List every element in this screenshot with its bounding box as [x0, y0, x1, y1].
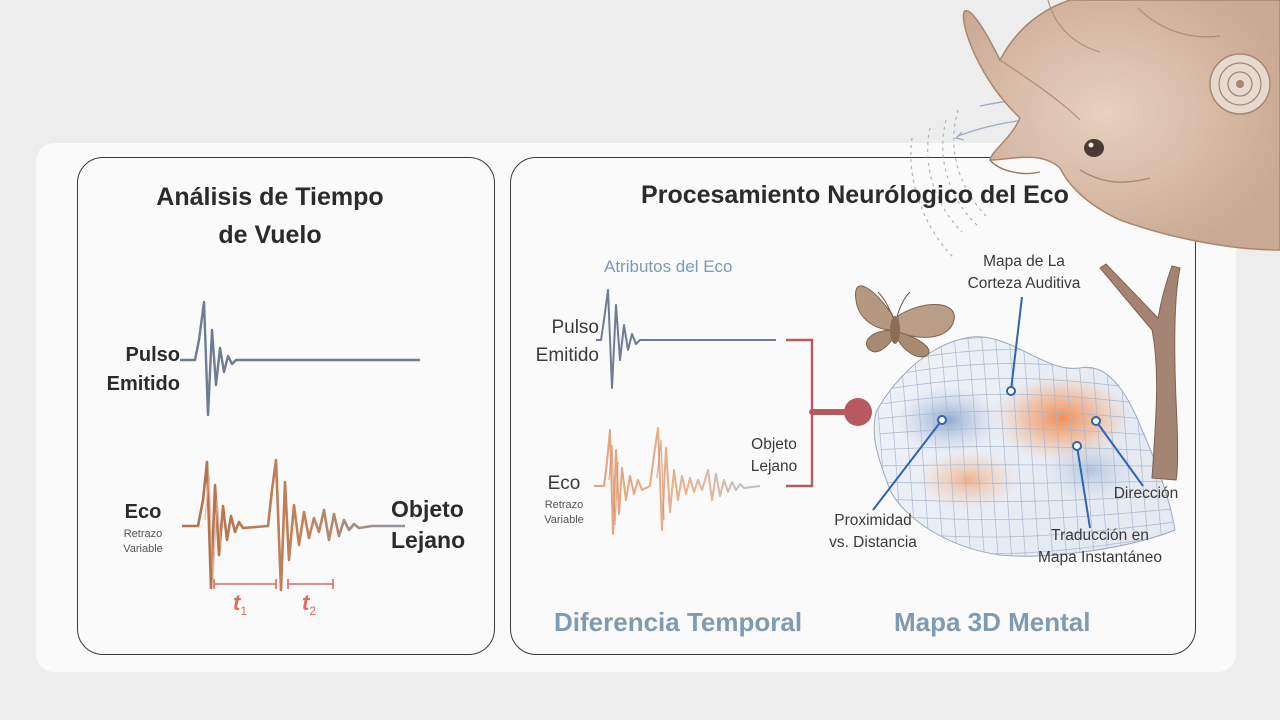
mesh-line [879, 428, 1175, 438]
mesh-line [881, 446, 1175, 453]
bat-illustration [962, 0, 1280, 251]
right-object-label: Objeto Lejano [738, 434, 810, 478]
annotation-markers [937, 386, 1101, 451]
left-echo-label: Eco Retrazo Variable [112, 497, 174, 557]
left-echo-ghost [204, 474, 222, 581]
proximity-line2: vs. Distancia [829, 534, 917, 551]
attributes-label: Atributos del Eco [604, 257, 733, 276]
left-object-line2: Lejano [391, 527, 466, 553]
cortex-line2: Corteza Auditiva [967, 275, 1081, 292]
mesh-line [886, 507, 1175, 520]
left-title-line2: de Vuelo [218, 221, 322, 249]
direction-label: Dirección [1113, 485, 1179, 502]
mesh-line [877, 393, 1175, 408]
timing-markers [213, 579, 334, 589]
left-title-line1: Análisis de Tiempo [156, 183, 384, 211]
mesh-line [884, 494, 1175, 502]
left-echo-wave [182, 458, 405, 592]
left-echo-sub2: Variable [123, 543, 163, 555]
left-pulse-label: Pulso Emitido [80, 341, 180, 399]
mesh-line [882, 464, 1175, 467]
tree-branch-icon [1099, 263, 1181, 481]
translation-line1: Traducción en [1051, 527, 1149, 544]
moth-icon [855, 285, 955, 358]
right-pulse-label: Pulso Emitido [513, 314, 599, 370]
footer-temporal-difference: Diferencia Temporal [554, 607, 803, 637]
proximity-line1: Proximidad [834, 512, 912, 529]
left-object-line1: Objeto [391, 496, 464, 522]
sonar-waves [910, 109, 989, 259]
mental-map-surface [873, 336, 1176, 557]
right-panel-title: Procesamiento Neurólogico del Eco [641, 181, 1069, 209]
signal-connector [786, 338, 872, 488]
right-echo-sub1: Retrazo [544, 499, 584, 511]
annotation-leaders [872, 296, 1144, 529]
neural-processing-panel [510, 157, 1196, 655]
left-pulse-wave [180, 300, 420, 417]
t1-label: t1 [233, 590, 247, 618]
left-pulse-line2: Emitido [106, 373, 180, 395]
right-echo-ghost [608, 439, 665, 526]
proximity-label: Proximidad vs. Distancia [816, 510, 930, 554]
right-echo-wave [594, 427, 761, 535]
right-pulse-line1: Pulso [551, 317, 599, 338]
right-echo-title: Eco [547, 473, 581, 494]
left-panel-title: Análisis de Tiempo de Vuelo [100, 178, 440, 254]
time-of-flight-panel [77, 157, 495, 655]
right-pulse-wave [596, 289, 776, 389]
right-echo-label: Eco Retrazo Variable [536, 470, 592, 528]
right-object-line1: Objeto [751, 436, 797, 453]
left-object-label: Objeto Lejano [391, 494, 491, 556]
right-object-line2: Lejano [750, 458, 798, 475]
mesh-line [878, 410, 1175, 423]
translation-label: Traducción en Mapa Instantáneo [1014, 525, 1186, 569]
right-pulse-line2: Emitido [535, 345, 599, 366]
left-echo-title: Eco [124, 501, 162, 523]
footer-3d-mental-map: Mapa 3D Mental [894, 607, 1091, 637]
mesh-line [883, 480, 1175, 484]
left-echo-sub1: Retrazo [123, 528, 163, 540]
cortex-map-label: Mapa de La Corteza Auditiva [950, 251, 1098, 295]
cortex-line1: Mapa de La [983, 253, 1065, 270]
right-echo-sub2: Variable [544, 514, 584, 526]
left-pulse-line1: Pulso [125, 344, 180, 366]
translation-line2: Mapa Instantáneo [1037, 549, 1163, 566]
t2-label: t2 [302, 590, 316, 618]
